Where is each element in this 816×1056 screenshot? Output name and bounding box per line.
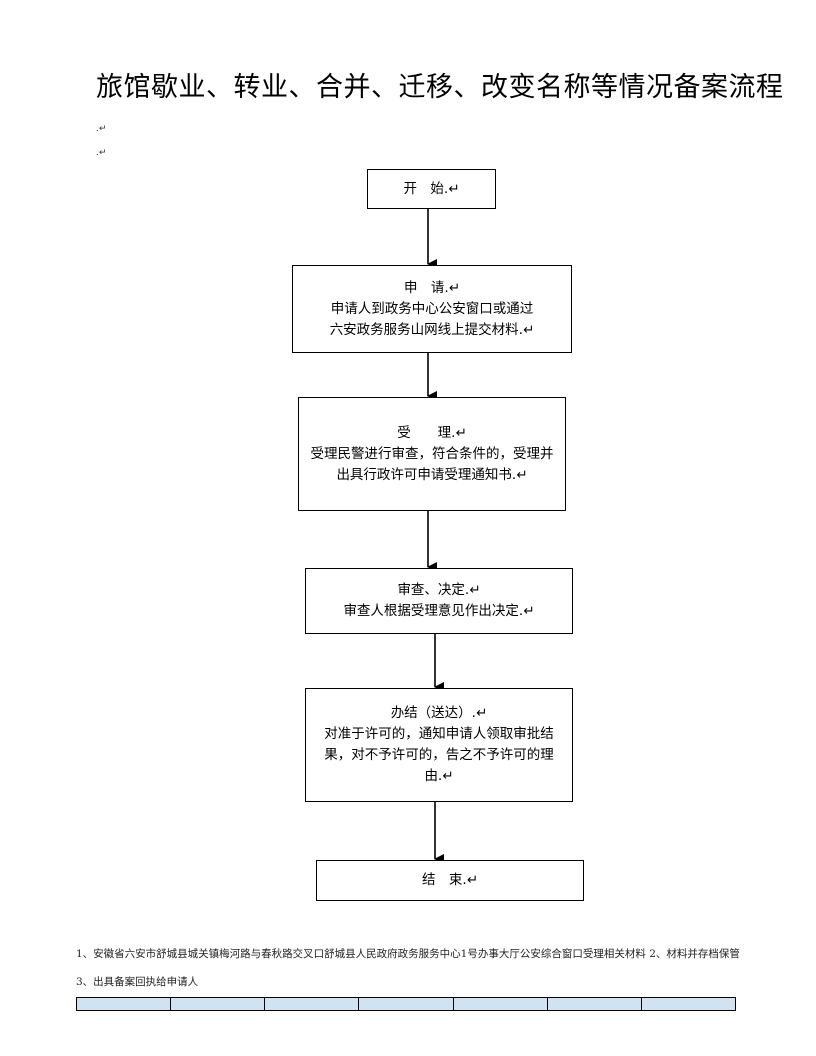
table-row [75, 997, 737, 1011]
paragraph-mark: .↵ [96, 124, 107, 134]
page-title: 旅馆歇业、转业、合并、迁移、改变名称等情况备案流程 [96, 72, 784, 103]
table-cell [640, 997, 737, 1011]
table-cell [452, 997, 548, 1011]
flow-start-box: 开 始.↵ [367, 169, 496, 209]
flow-accept-body: 受理民警进行审查，符合条件的，受理并出具行政许可申请受理通知书.↵ [310, 445, 554, 483]
paragraph-mark: .↵ [96, 148, 107, 158]
table-cell [264, 997, 360, 1011]
footer-note: 1、安徽省六安市舒城县城关镇梅河路与春秋路交叉口舒城县人民政府政务服务中心1号办… [76, 948, 740, 988]
flow-finish-body: 对准于许可的，通知申请人领取审批结果，对不予许可的，告之不予许可的理由.↵ [324, 726, 554, 784]
flow-start-label: 开 始.↵ [403, 180, 460, 197]
flow-apply-line2: 六安政务服务山网线上提交材料.↵ [329, 321, 535, 338]
flow-end-label: 结 束.↵ [421, 872, 479, 888]
flow-review-line1: 审查人根据受理意见作出决定.↵ [343, 603, 535, 619]
flow-accept-box: 受 理.↵ 受理民警进行审查，符合条件的，受理并出具行政许可申请受理通知书.↵ [298, 397, 566, 511]
data-table [75, 997, 737, 1011]
flow-finish-head: 办结（送达）.↵ [390, 705, 488, 721]
table-cell [75, 997, 172, 1011]
flow-review-box: 审查、决定.↵ 审查人根据受理意见作出决定.↵ [305, 568, 573, 634]
flow-apply-head: 申 请.↵ [403, 279, 461, 296]
flow-end-box: 结 束.↵ [316, 860, 584, 901]
table-cell [546, 997, 642, 1011]
flow-accept-head: 受 理.↵ [397, 424, 467, 441]
table-cell [358, 997, 454, 1011]
flow-apply-line1: 申请人到政务中心公安窗口或通过 [330, 300, 534, 317]
flow-finish-box: 办结（送达）.↵ 对准于许可的，通知申请人领取审批结果，对不予许可的，告之不予许… [305, 688, 573, 802]
table-cell [170, 997, 266, 1011]
flow-review-head: 审查、决定.↵ [397, 582, 481, 598]
flow-apply-box: 申 请.↵ 申请人到政务中心公安窗口或通过 六安政务服务山网线上提交材料.↵ [292, 265, 572, 353]
